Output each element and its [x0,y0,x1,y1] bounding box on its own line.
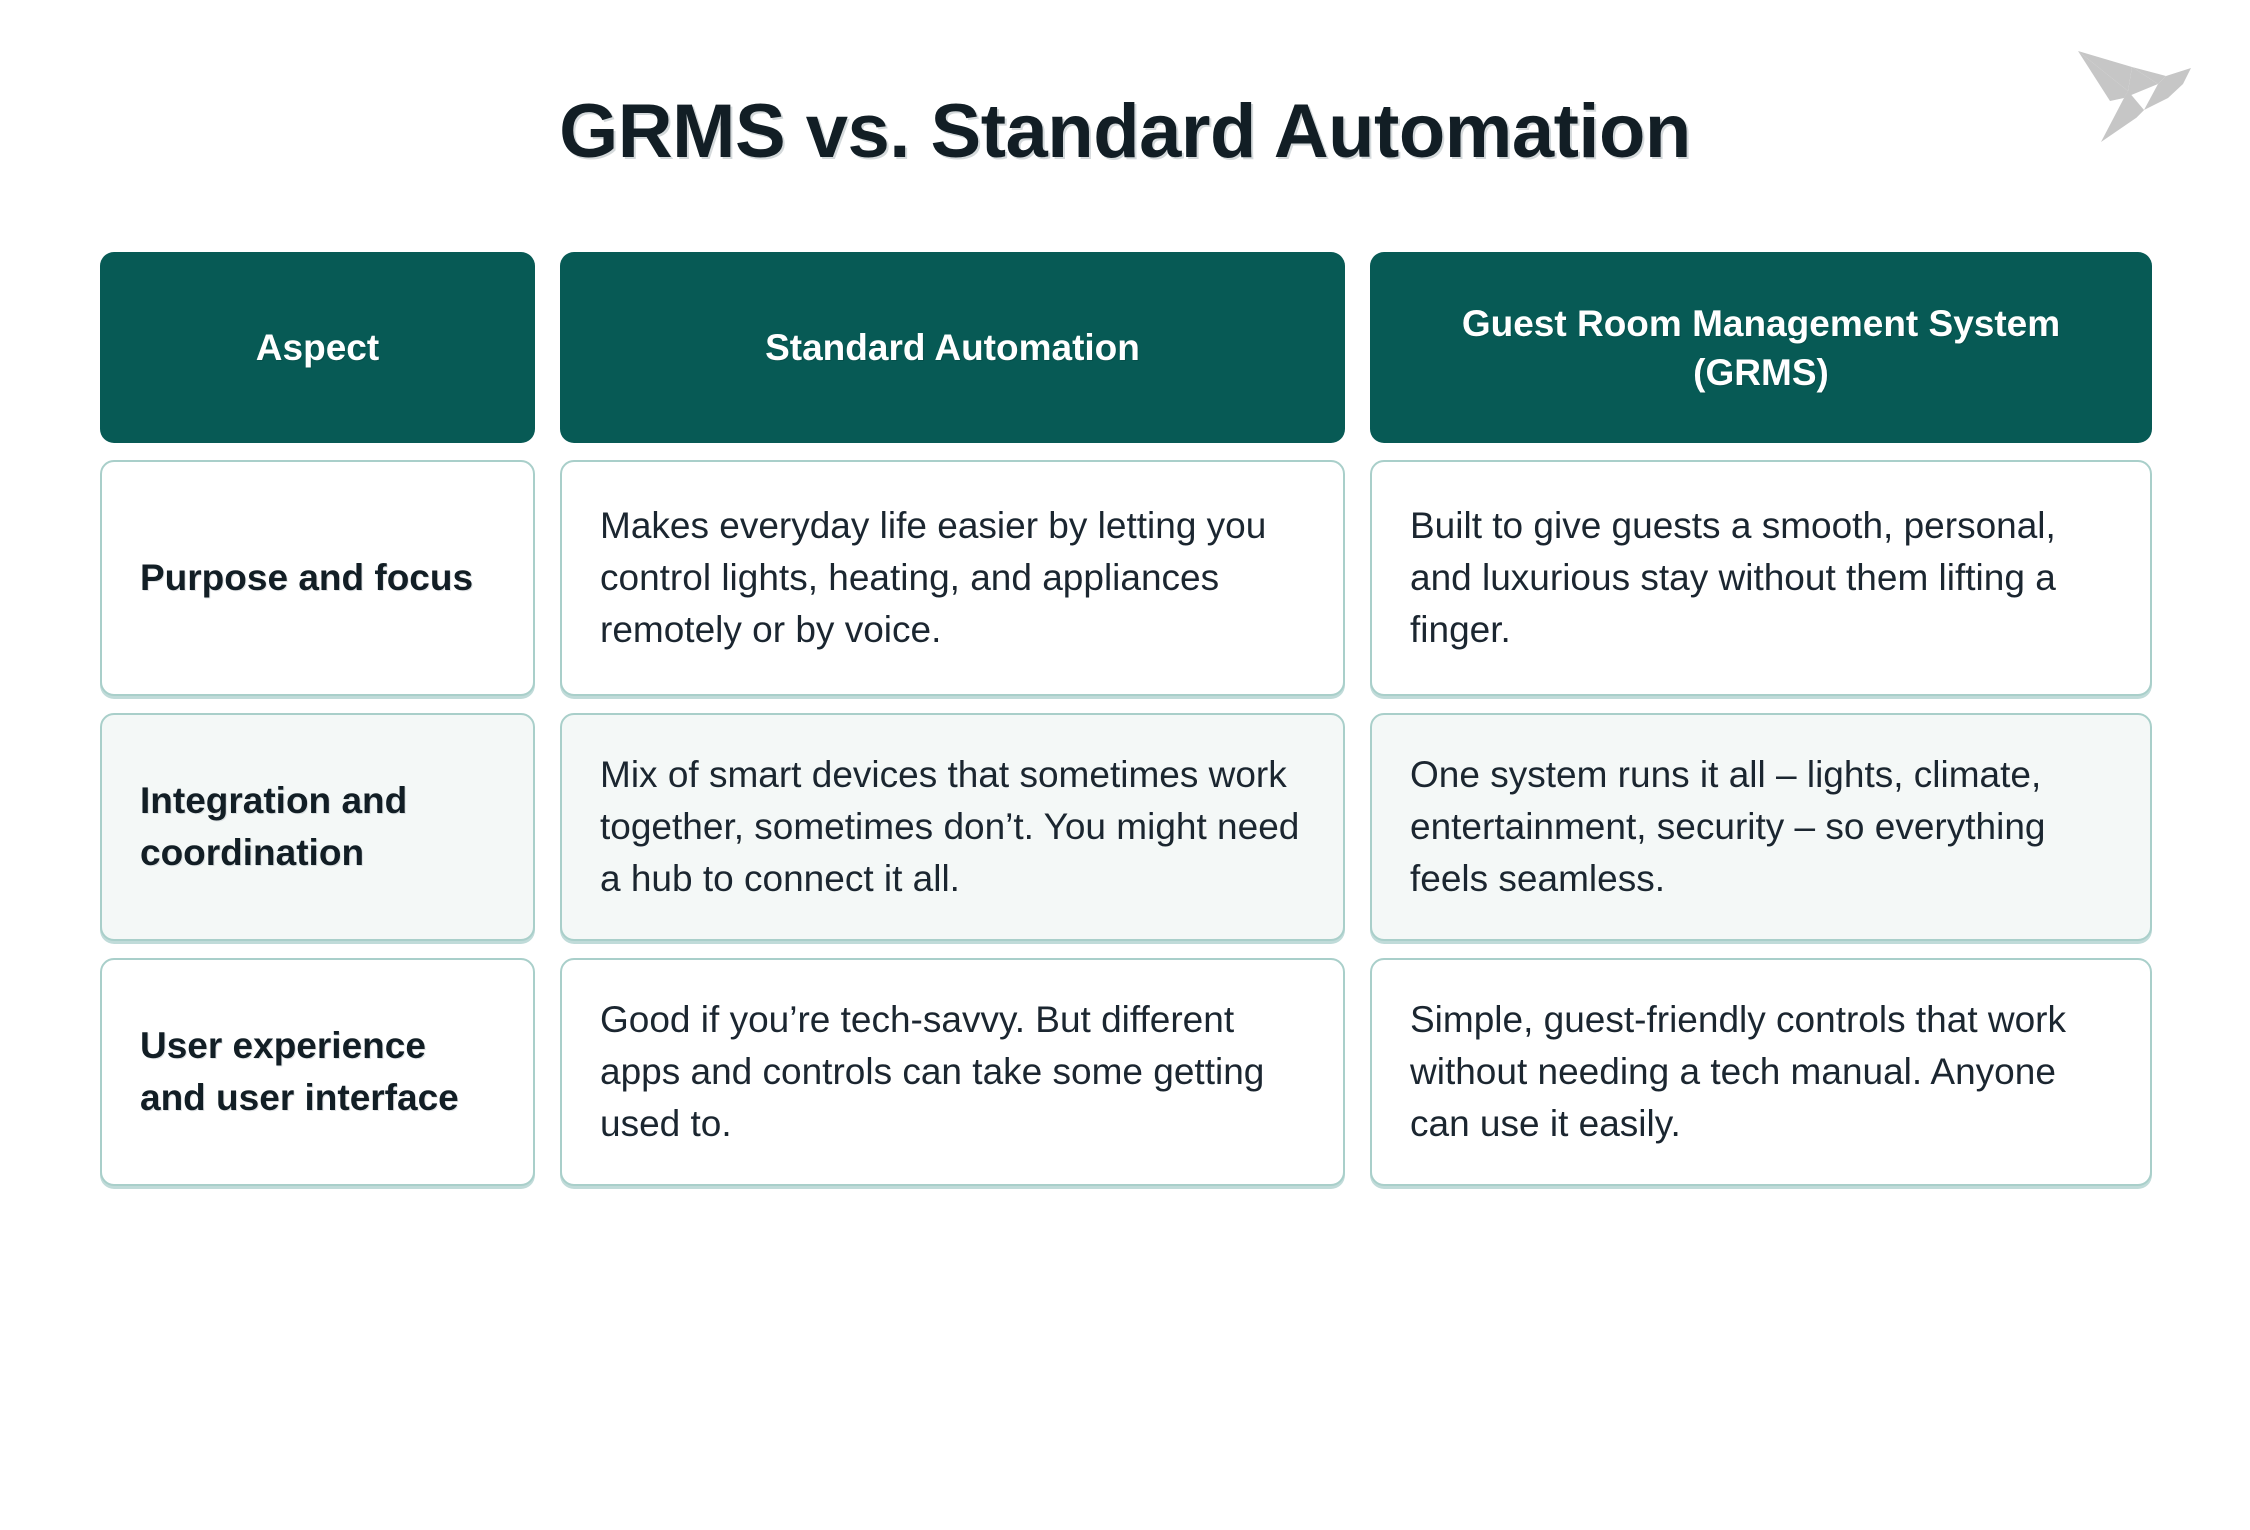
origami-bird-logo [2048,18,2228,148]
table-cell-aspect: User experience and user interface [100,958,535,1186]
table-row: User experience and user interface Good … [100,958,2152,1186]
column-header-aspect-label: Aspect [255,327,380,368]
grms-text: One system runs it all – lights, climate… [1410,754,2046,899]
standard-automation-text: Good if you’re tech-savvy. But different… [600,999,1265,1144]
table-cell-grms: One system runs it all – lights, climate… [1370,713,2152,941]
column-header-grms: Guest Room Management System (GRMS) [1370,252,2152,443]
aspect-label: Integration and coordination [140,780,408,873]
column-header-aspect: Aspect [100,252,535,443]
table-header-row: Aspect Standard Automation Guest Room Ma… [100,252,2152,443]
column-header-standard-automation-label: Standard Automation [765,327,1140,368]
aspect-label: Purpose and focus [140,557,474,598]
column-header-grms-label: Guest Room Management System (GRMS) [1461,302,2061,393]
aspect-label: User experience and user interface [140,1025,459,1118]
standard-automation-text: Mix of smart devices that sometimes work… [600,754,1300,899]
table-cell-standard-automation: Good if you’re tech-savvy. But different… [560,958,1345,1186]
table-row: Purpose and focus Makes everyday life ea… [100,460,2152,696]
table-cell-standard-automation: Mix of smart devices that sometimes work… [560,713,1345,941]
column-header-standard-automation: Standard Automation [560,252,1345,443]
grms-text: Simple, guest-friendly controls that wor… [1410,999,2066,1144]
table-cell-standard-automation: Makes everyday life easier by letting yo… [560,460,1345,696]
standard-automation-text: Makes everyday life easier by letting yo… [600,505,1267,650]
page-title: GRMS vs. Standard Automation [559,89,1691,174]
comparison-table: Aspect Standard Automation Guest Room Ma… [100,252,2152,1186]
table-cell-aspect: Purpose and focus [100,460,535,696]
table-cell-grms: Simple, guest-friendly controls that wor… [1370,958,2152,1186]
grms-text: Built to give guests a smooth, personal,… [1410,505,2056,650]
table-row: Integration and coordination Mix of smar… [100,713,2152,941]
table-cell-aspect: Integration and coordination [100,713,535,941]
table-cell-grms: Built to give guests a smooth, personal,… [1370,460,2152,696]
